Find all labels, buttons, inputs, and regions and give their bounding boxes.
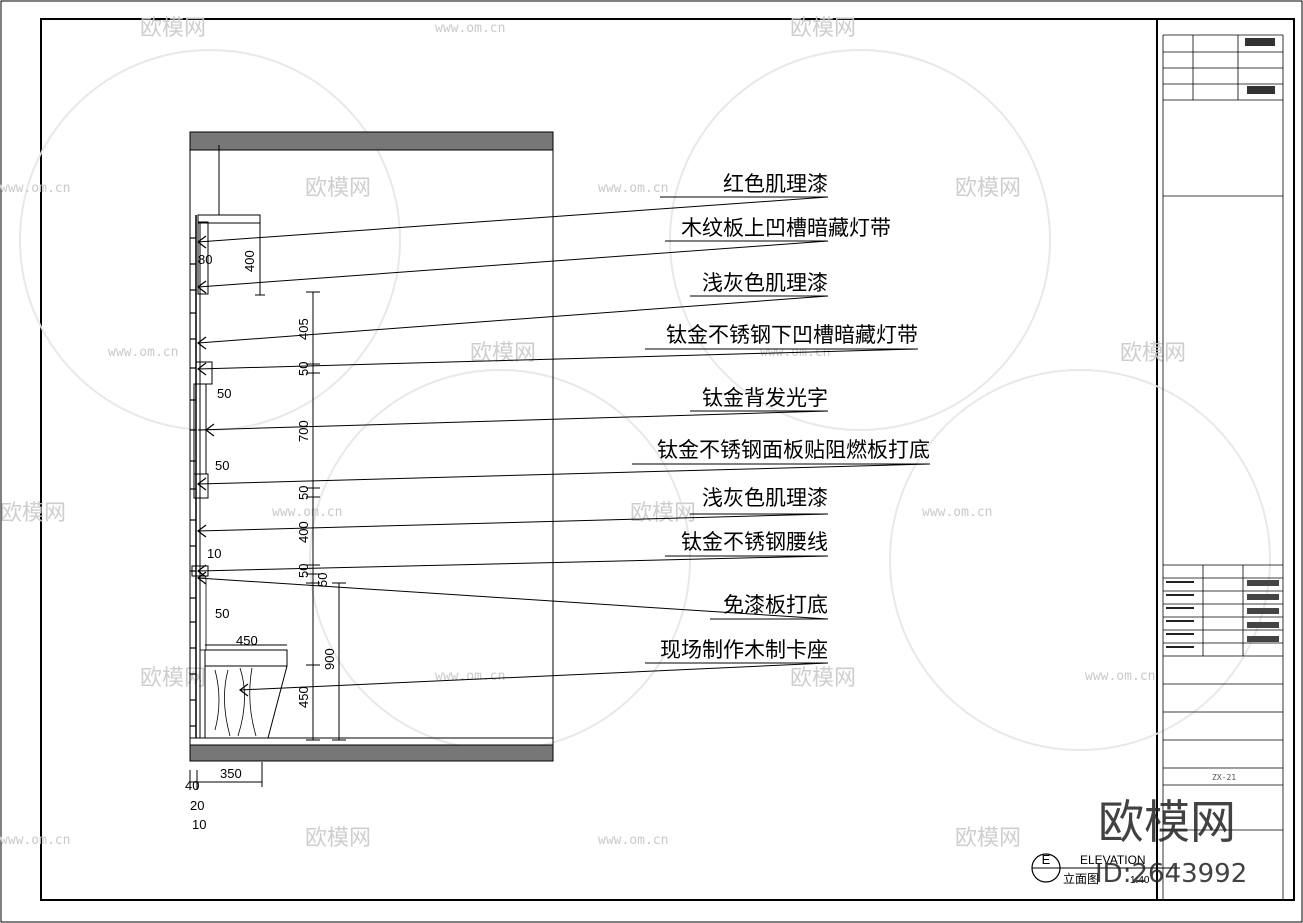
wall-section (189, 131, 554, 762)
callout-leaders (197, 196, 931, 691)
watermark-brand: 欧模网 (140, 666, 206, 691)
elevation-marker: E ELEVATION 立面图 1:40 (1031, 852, 1180, 886)
watermark-brand: 欧模网 (305, 826, 371, 851)
dimension-50-a: 50 (296, 362, 311, 376)
callout-paint-free-board: 免漆板打底 (723, 593, 828, 617)
watermark-id: ID:2643992 (1095, 859, 1247, 889)
callout-labels: 红色肌理漆 木纹板上凹槽暗藏灯带 浅灰色肌理漆 钛金不锈钢下凹槽暗藏灯带 钛金背… (657, 172, 930, 662)
watermark-brand: 欧模网 (790, 16, 856, 41)
watermark-url: www.om.cn (0, 181, 70, 196)
seat-body (204, 665, 288, 739)
watermark-url: www.om.cn (1085, 669, 1155, 684)
watermark-brand: 欧模网 (955, 826, 1021, 851)
watermark-brand: 欧模网 (1120, 341, 1186, 366)
watermark-brand: 欧模网 (630, 501, 696, 526)
elevation-letter: E (1042, 852, 1051, 867)
watermark-url: www.om.cn (598, 833, 668, 848)
watermark-brand: 欧模网 (955, 176, 1021, 201)
watermark-brand: 欧模网 (305, 176, 371, 201)
callout-wood-groove-light: 木纹板上凹槽暗藏灯带 (681, 216, 891, 240)
callout-titanium-waistline: 钛金不锈钢腰线 (681, 530, 828, 554)
title-block (1162, 34, 1284, 900)
elevation-subtitle: 立面图 (1063, 871, 1099, 886)
callout-arrowheads (197, 235, 249, 697)
dimension-405: 405 (296, 318, 311, 340)
ceiling-slab (189, 131, 554, 151)
watermark-url: www.om.cn (0, 833, 70, 848)
dimension-400-top: 400 (242, 250, 257, 272)
floor-slab (189, 744, 554, 762)
watermark-url: www.om.cn (108, 345, 178, 360)
callout-backlit-letters: 钛金背发光字 (702, 386, 828, 410)
callout-titanium-groove-light: 钛金不锈钢下凹槽暗藏灯带 (666, 323, 918, 347)
dimension-50-g: 50 (215, 606, 229, 621)
seat-top (204, 649, 288, 667)
watermark-url: www.om.cn (922, 505, 992, 520)
dimension-10: 10 (207, 546, 221, 561)
dimension-50-f: 50 (315, 573, 330, 587)
elevation-title: ELEVATION (1080, 853, 1146, 867)
dimension-40: 40 (185, 778, 199, 793)
callout-light-grey-paint-2: 浅灰色肌理漆 (702, 486, 828, 510)
dimension-900: 900 (322, 648, 337, 670)
inner-drawing-frame (40, 18, 1295, 901)
dimension-50-d: 50 (296, 486, 311, 500)
dimension-450-seat: 450 (236, 633, 258, 648)
watermark-brand: 欧模网 (0, 501, 66, 526)
watermark-url: www.om.cn (435, 21, 505, 36)
watermark-url: www.om.cn (435, 669, 505, 684)
dimension-10-b: 10 (192, 817, 206, 832)
dimension-80: 80 (198, 252, 212, 267)
watermark-brand: 欧模网 (790, 666, 856, 691)
watermark-corner-brand: 欧模网 (1098, 795, 1236, 849)
drawing-number: ZX-21 (1212, 773, 1236, 782)
dimension-350: 350 (220, 766, 242, 781)
watermark-brand: 欧模网 (470, 341, 536, 366)
elevation-scale: 1:40 (1130, 875, 1150, 886)
callout-red-texture-paint: 红色肌理漆 (723, 172, 828, 196)
watermark-brand: 欧模网 (140, 16, 206, 41)
dimension-20: 20 (190, 798, 204, 813)
watermark-url: www.om.cn (272, 505, 342, 520)
watermark-url: www.om.cn (598, 181, 668, 196)
dimension-450-height: 450 (296, 686, 311, 708)
callout-light-grey-paint: 浅灰色肌理漆 (702, 271, 828, 295)
dimension-50-c: 50 (215, 458, 229, 473)
callout-titanium-panel: 钛金不锈钢面板贴阻燃板打底 (657, 438, 930, 462)
dimension-50-e: 50 (296, 564, 311, 578)
dimension-lines (189, 222, 346, 790)
dimension-50-b: 50 (217, 386, 231, 401)
dimension-700: 700 (296, 420, 311, 442)
dimension-400-mid: 400 (296, 521, 311, 543)
callout-wooden-booth: 现场制作木制卡座 (660, 638, 828, 662)
watermark-layer: 欧模网 欧模网 欧模网 欧模网 欧模网 欧模网 欧模网 欧模网 欧模网 欧模网 … (0, 16, 1271, 851)
